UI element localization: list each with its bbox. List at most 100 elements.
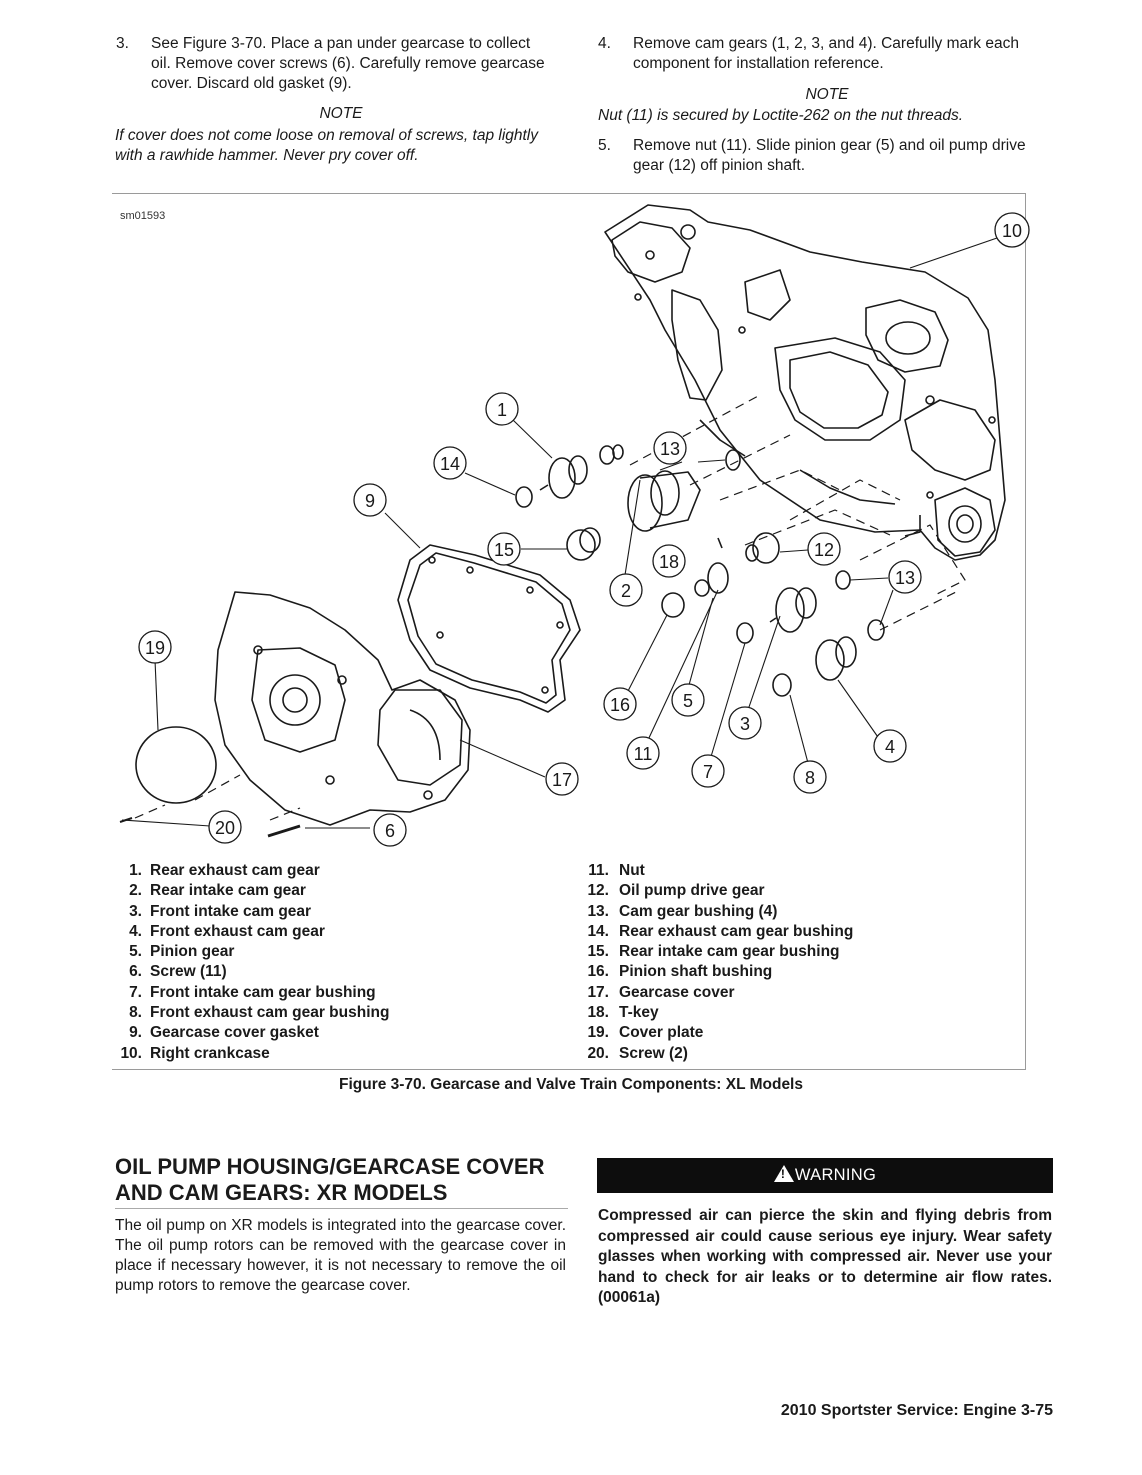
legend-item: 15.Rear intake cam gear bushing — [587, 943, 840, 961]
svg-text:10: 10 — [1002, 221, 1022, 241]
warning-banner: WARNING — [597, 1158, 1053, 1193]
svg-text:12: 12 — [814, 540, 834, 560]
svg-text:13: 13 — [660, 439, 680, 459]
callout-16: 16 — [603, 687, 637, 721]
legend-item: 3.Front intake cam gear — [129, 902, 312, 920]
callout-7: 7 — [691, 754, 725, 788]
callout-14: 14 — [433, 446, 467, 480]
step-line: oil. Remove cover screws (6). Carefully … — [151, 55, 545, 72]
section-divider — [115, 1208, 568, 1209]
svg-text:9: 9 — [365, 491, 375, 511]
callout-18: 18 — [652, 544, 686, 578]
legend-item: 2.Rear intake cam gear — [129, 882, 306, 900]
callout-9: 9 — [353, 483, 387, 517]
cam-gear-3-drawing — [769, 587, 817, 633]
legend-item: 11.Nut — [588, 862, 645, 879]
callout-8: 8 — [793, 760, 827, 794]
legend-item: 17.Gearcase cover — [587, 983, 735, 1001]
svg-text:8: 8 — [805, 768, 815, 788]
step-number: 4. — [598, 35, 611, 52]
gearcase-cover-drawing — [214, 591, 471, 826]
warning-label: WARNING — [794, 1166, 877, 1184]
step-line: Remove nut (11). Slide pinion gear (5) a… — [633, 137, 1026, 154]
page-footer: 2010 Sportster Service: Engine 3-75 — [780, 1402, 1053, 1419]
svg-text:13: 13 — [895, 568, 915, 588]
step-line: gear (12) off pinion shaft. — [633, 157, 806, 174]
step-line: component for installation reference. — [633, 55, 884, 72]
note-line: If cover does not come loose on removal … — [115, 127, 539, 144]
warning-text: Compressed air can pierce the skin and f… — [598, 1207, 1052, 1306]
callout-4: 4 — [873, 729, 907, 763]
heading-line: AND CAM GEARS: XR MODELS — [115, 1180, 448, 1205]
step-text: Remove nut (11). Slide pinion gear (5) a… — [633, 136, 1026, 176]
legend-item: 14.Rear exhaust cam gear bushing — [587, 922, 854, 940]
svg-text:11: 11 — [634, 744, 653, 764]
cam-gear-4-drawing — [815, 636, 857, 681]
callout-2: 2 — [609, 573, 643, 607]
cam-gear-2-drawing — [627, 470, 701, 532]
section-heading: OIL PUMP HOUSING/GEARCASE COVER AND CAM … — [115, 1154, 575, 1206]
gearcase-gasket-drawing — [397, 544, 581, 713]
svg-text:16: 16 — [610, 695, 630, 715]
callout-17: 17 — [545, 762, 579, 796]
legend-item: 19.Cover plate — [587, 1024, 704, 1042]
figure-frame — [112, 193, 1026, 1070]
cover-plate-drawing — [135, 726, 217, 804]
legend-item: 12.Oil pump drive gear — [587, 882, 765, 900]
callout-10: 10 — [994, 212, 1030, 248]
callout-11: 11 — [626, 736, 660, 770]
legend-item: 20.Screw (2) — [587, 1044, 688, 1062]
callout-5: 5 — [671, 683, 705, 717]
svg-text:7: 7 — [703, 762, 713, 782]
step-number: 3. — [116, 35, 129, 52]
legend-item: 7.Front intake cam gear bushing — [129, 983, 376, 1001]
callout-6: 6 — [373, 813, 407, 847]
legend-item: 1.Rear exhaust cam gear — [129, 862, 320, 879]
callout-20: 20 — [208, 810, 242, 844]
note-body: Nut (11) is secured by Loctite-262 on th… — [598, 107, 964, 124]
svg-text:20: 20 — [215, 818, 235, 838]
legend-item: 8.Front exhaust cam gear bushing — [129, 1004, 390, 1022]
step-number: 5. — [598, 137, 611, 154]
note-heading: NOTE — [805, 86, 849, 103]
legend-item: 5.Pinion gear — [129, 943, 235, 961]
section-body: The oil pump on XR models is integrated … — [115, 1217, 566, 1294]
svg-text:5: 5 — [683, 691, 693, 711]
legend-item: 16.Pinion shaft bushing — [587, 963, 773, 981]
callout-15: 15 — [487, 532, 521, 566]
svg-text:6: 6 — [385, 821, 395, 841]
legend-item: 18.T-key — [587, 1004, 659, 1022]
svg-text:1: 1 — [497, 400, 507, 420]
callout-3: 3 — [728, 706, 762, 740]
step-line: Remove cam gears (1, 2, 3, and 4). Caref… — [633, 35, 1019, 52]
cam-gear-1-drawing — [539, 455, 588, 499]
svg-text:3: 3 — [740, 714, 750, 734]
step-text: Remove cam gears (1, 2, 3, and 4). Caref… — [633, 34, 1019, 74]
legend-item: 9.Gearcase cover gasket — [129, 1024, 319, 1042]
pinion-gear-drawing — [694, 532, 780, 597]
svg-text:4: 4 — [885, 737, 895, 757]
figure-caption: Figure 3-70. Gearcase and Valve Train Co… — [338, 1076, 803, 1093]
legend-item: 13.Cam gear bushing (4) — [587, 902, 778, 920]
svg-text:19: 19 — [145, 638, 165, 658]
callout-1: 1 — [485, 392, 519, 426]
legend-item: 6.Screw (11) — [129, 963, 227, 981]
step-line: See Figure 3-70. Place a pan under gearc… — [151, 35, 531, 52]
legend-right: 11.Nut 12.Oil pump drive gear 13.Cam gea… — [580, 861, 1000, 1064]
svg-text:17: 17 — [552, 770, 572, 790]
callout-12: 12 — [807, 532, 841, 566]
callout-13b: 13 — [888, 560, 922, 594]
svg-text:14: 14 — [440, 454, 460, 474]
note-heading: NOTE — [319, 105, 363, 122]
step-text: See Figure 3-70. Place a pan under gearc… — [151, 34, 545, 94]
warning-triangle-icon — [773, 1165, 794, 1182]
callout-19: 19 — [138, 630, 172, 664]
heading-line: OIL PUMP HOUSING/GEARCASE COVER — [115, 1154, 545, 1179]
legend-item: 4.Front exhaust cam gear — [129, 922, 325, 940]
legend-item: 10.Right crankcase — [120, 1044, 270, 1062]
svg-text:2: 2 — [621, 581, 631, 601]
note-line: with a rawhide hammer. Never pry cover o… — [115, 147, 419, 164]
figure-id: sm01593 — [120, 210, 166, 222]
svg-text:15: 15 — [494, 540, 514, 560]
